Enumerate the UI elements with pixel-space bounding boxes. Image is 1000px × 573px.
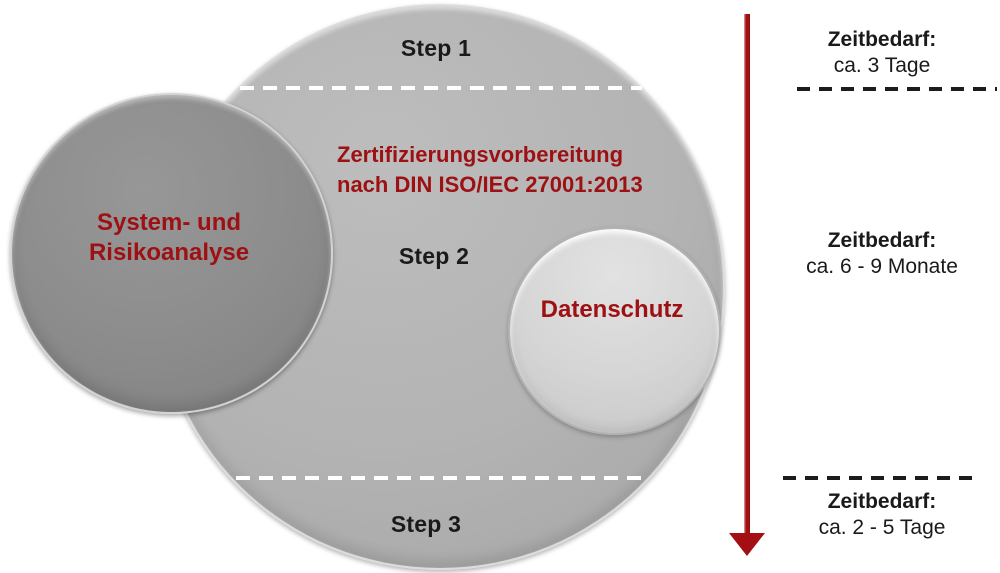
phase1-phase2-separator [797,87,997,91]
datenschutz-circle [508,227,721,435]
time-block-phase3-heading: Zeitbedarf: [827,490,937,513]
datenschutz-label: Datenschutz [540,296,684,323]
phase2-phase3-separator [783,476,977,480]
step-2-label: Step 2 [398,243,470,269]
time-block-phase1-duration: ca. 3 Tage [833,54,931,77]
main-circle-title-line2: nach DIN ISO/IEC 27001:2013 [337,172,643,197]
main-circle-title: Zertifizierungsvorbereitung nach DIN ISO… [337,140,697,200]
step-3-label: Step 3 [390,511,462,537]
step2-step3-divider [236,476,642,480]
time-block-phase1-heading: Zeitbedarf: [827,28,937,51]
system-risiko-label: System- und Risikoanalyse [49,208,289,268]
system-risiko-label-line2: Risikoanalyse [88,239,250,266]
main-circle-title-line1: Zertifizierungsvorbereitung [337,142,624,167]
step-1-label: Step 1 [400,35,472,61]
timeline-arrow-stem [744,14,750,533]
time-block-phase2-duration: ca. 6 - 9 Monate [806,255,958,278]
time-block-phase3-duration: ca. 2 - 5 Tage [818,516,946,539]
time-block-phase2-heading: Zeitbedarf: [827,229,937,252]
timeline-arrow-head-icon [729,533,765,556]
time-block-phase3: Zeitbedarf: ca. 2 - 5 Tage [777,489,987,541]
time-block-phase1: Zeitbedarf: ca. 3 Tage [777,27,987,79]
step1-step2-divider [240,86,642,90]
system-risiko-label-line1: System- und [96,209,242,236]
system-risiko-circle [10,93,333,414]
time-block-phase2: Zeitbedarf: ca. 6 - 9 Monate [777,228,987,280]
